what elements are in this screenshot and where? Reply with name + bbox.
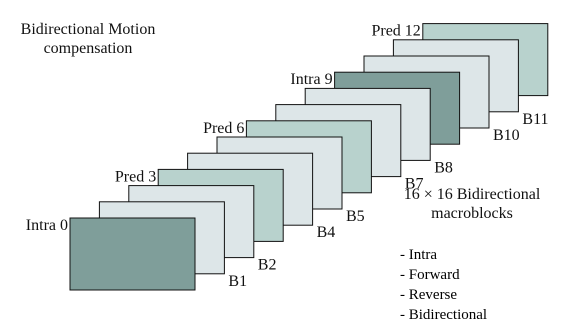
frame-label-pred-3: Pred 3	[115, 168, 156, 185]
mode-forward: - Forward	[400, 267, 460, 283]
frame-label-b11: B11	[522, 111, 548, 128]
mode-bidirectional: - Bidirectional	[400, 307, 488, 323]
frame-label-pred-6: Pred 6	[203, 120, 244, 137]
frame-label-b1: B1	[228, 273, 247, 290]
frame-intra-0	[69, 217, 196, 291]
frame-label-pred-12: Pred 12	[371, 23, 420, 40]
frame-label-b4: B4	[317, 224, 336, 241]
frame-label-b7: B7	[405, 176, 424, 193]
frame-label-b2: B2	[258, 257, 277, 274]
frame-label-intra-0: Intra 0	[26, 217, 68, 234]
diagram-title: Bidirectional Motion compensation	[20, 21, 156, 57]
macroblocks-heading: 16 × 16 Bidirectional macroblocks	[403, 186, 541, 222]
frame-label-b5: B5	[346, 208, 365, 225]
frame-label-b8: B8	[434, 159, 453, 176]
mode-reverse: - Reverse	[400, 287, 458, 303]
frame-label-intra-9: Intra 9	[290, 71, 332, 88]
mode-intra: - Intra	[400, 247, 438, 263]
frame-label-b10: B10	[493, 127, 520, 144]
macroblock-mode-list: - Intra - Forward - Reverse - Bidirectio…	[400, 245, 487, 325]
